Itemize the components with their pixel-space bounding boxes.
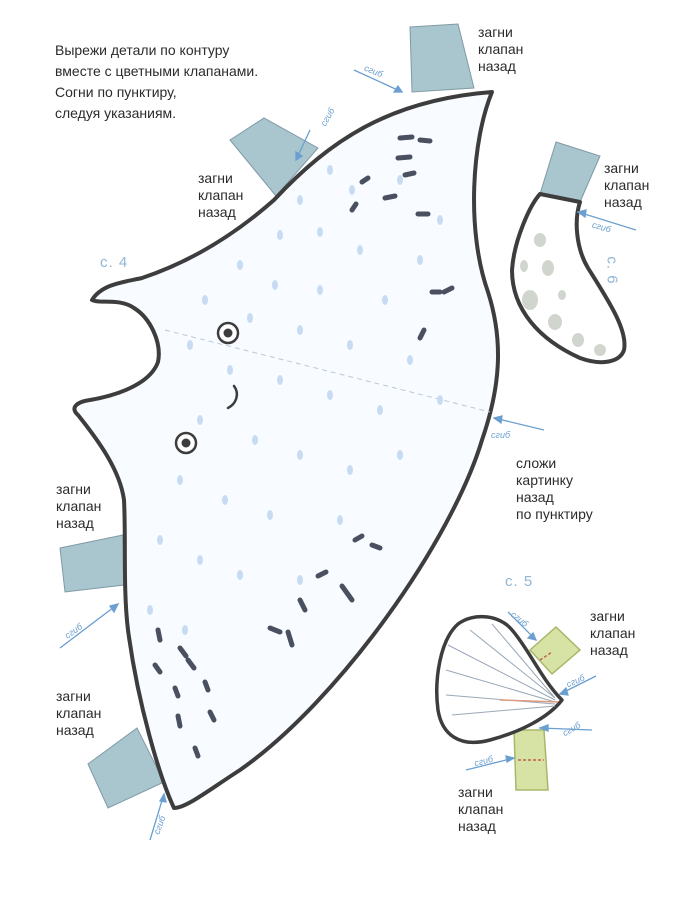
- page-ref-fin: с. 6: [603, 256, 621, 285]
- flap-label-fin: загни клапан назад: [604, 160, 650, 210]
- instructions-block: Вырежи детали по контуру вместе с цветны…: [55, 40, 258, 124]
- flap-label-top: загни клапан назад: [478, 24, 524, 74]
- fold-arrows: [59, 69, 637, 841]
- flap-label-fan-bottom: загни клапан назад: [458, 784, 504, 834]
- ray-fold-line: [164, 329, 491, 413]
- page-ref-ray: с. 4: [100, 254, 129, 271]
- blue-flaps: [59, 23, 601, 809]
- dark-spots: [152, 134, 455, 759]
- instruction-line-2: вместе с цветными клапанами.: [55, 63, 259, 79]
- light-spots: [147, 165, 443, 635]
- flap-label-bottom-left: загни клапан назад: [56, 688, 102, 738]
- fan-outline: [435, 614, 564, 745]
- flap-left: [59, 534, 125, 593]
- flap-upper-left: [229, 117, 319, 197]
- instruction-line-3: Согни по пунктиру,: [55, 84, 177, 100]
- fan-piece: [435, 614, 582, 791]
- fan-flap-top: [528, 625, 582, 676]
- fold-picture-label: сложи картинку назад по пунктиру: [516, 455, 593, 522]
- flap-fin: [539, 141, 601, 203]
- flap-top: [409, 23, 475, 93]
- instruction-line-4: следуя указаниям.: [55, 105, 177, 121]
- fin-spots: [520, 233, 606, 356]
- manta-ray-outline: [72, 90, 500, 810]
- flap-label-upper-left: загни клапан назад: [198, 170, 244, 220]
- flap-label-fan-top: загни клапан назад: [590, 608, 636, 658]
- page-ref-fan: с. 5: [505, 573, 534, 590]
- flap-label-left: загни клапан назад: [56, 481, 102, 531]
- fold-word-ray-line: сгиб: [491, 430, 511, 440]
- instruction-line-1: Вырежи детали по контуру: [55, 42, 230, 58]
- ray-eyes: [174, 321, 240, 455]
